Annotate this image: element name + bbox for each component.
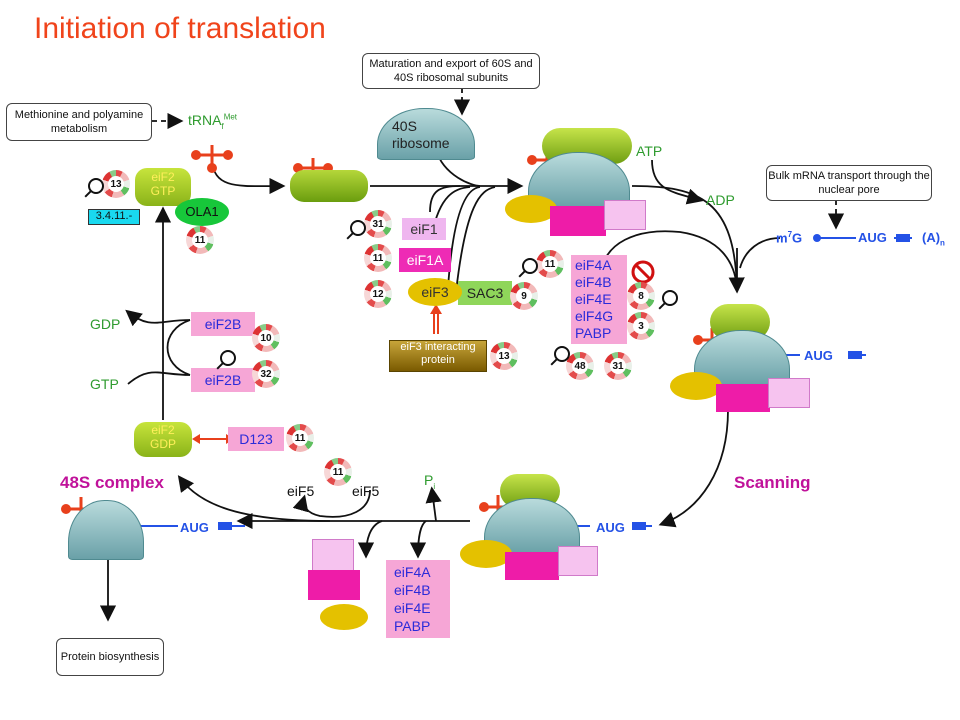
badge-32: 32 bbox=[252, 360, 280, 388]
ola1: OLA1 bbox=[175, 198, 229, 226]
eif1a: eiF1A bbox=[399, 248, 451, 272]
eif3-blob-lower bbox=[460, 540, 512, 568]
aug-label-48s: AUG bbox=[180, 520, 209, 535]
atp-label: ATP bbox=[636, 143, 663, 159]
magnifier-icon[interactable] bbox=[220, 350, 236, 366]
eif5-right: eiF5 bbox=[352, 483, 380, 499]
eif1a-blob-lower bbox=[505, 552, 559, 580]
eif2b-bottom: eiF2B bbox=[191, 368, 255, 392]
m7g-label: m7G bbox=[776, 230, 803, 246]
badge-9: 9 bbox=[510, 282, 538, 310]
badge-11: 11 bbox=[286, 424, 314, 452]
ternary-complex bbox=[290, 170, 368, 202]
badge-11: 11 bbox=[364, 244, 392, 272]
scanning-label: Scanning bbox=[734, 473, 811, 492]
ribosome-40s bbox=[377, 108, 475, 160]
badge-13: 13 bbox=[490, 342, 518, 370]
trna-label: tRNAfMet bbox=[188, 112, 238, 131]
badge-31: 31 bbox=[604, 352, 632, 380]
badge-48: 48 bbox=[566, 352, 594, 380]
eif1a-blob-top bbox=[550, 206, 606, 236]
eif1-blob-top bbox=[604, 200, 646, 230]
released-eif1a bbox=[308, 570, 360, 600]
magnifier-icon[interactable] bbox=[662, 290, 678, 306]
methionine-note: Methionine and polyamine metabolism bbox=[6, 103, 152, 141]
pi-label: Pi bbox=[424, 472, 436, 491]
adp-label: ADP bbox=[706, 192, 735, 208]
badge-11: 11 bbox=[186, 226, 214, 254]
aug-label-top: AUG bbox=[858, 230, 887, 245]
badge-3: 3 bbox=[627, 312, 655, 340]
protein-biosynthesis-note: Protein biosynthesis bbox=[56, 638, 164, 676]
aug-label-lower: AUG bbox=[596, 520, 625, 535]
maturation-note: Maturation and export of 60S and 40S rib… bbox=[362, 53, 540, 89]
magnifier-icon[interactable] bbox=[88, 178, 104, 194]
polya-label: (A)n bbox=[922, 230, 945, 248]
badge-11: 11 bbox=[536, 250, 564, 278]
badge-12: 12 bbox=[364, 280, 392, 308]
sac3: SAC3 bbox=[458, 281, 512, 305]
badge-11: 11 bbox=[324, 458, 352, 486]
eif3-blob-top bbox=[505, 195, 557, 223]
released-eif3 bbox=[320, 604, 368, 630]
aug-label-right: AUG bbox=[804, 348, 833, 363]
badge-13: 13 bbox=[102, 170, 130, 198]
eif3-blob-right bbox=[670, 372, 722, 400]
complex-48s-label: 48S complex bbox=[60, 473, 164, 492]
d123: D123 bbox=[228, 427, 284, 451]
eif5-left: eiF5 bbox=[287, 483, 315, 499]
eif1-blob-right bbox=[768, 378, 810, 408]
eif3: eiF3 bbox=[408, 278, 462, 306]
released-eif1 bbox=[312, 539, 354, 571]
gtp-label: GTP bbox=[90, 376, 119, 392]
page-title: Initiation of translation bbox=[34, 12, 326, 45]
magnifier-icon[interactable] bbox=[522, 258, 538, 274]
eif1a-blob-right bbox=[716, 384, 770, 412]
badge-31: 31 bbox=[364, 210, 392, 238]
eif3-interacting-protein: eiF3 interacting protein bbox=[389, 340, 487, 372]
magnifier-icon[interactable] bbox=[350, 220, 366, 236]
ec-number: 3.4.11.- bbox=[88, 209, 140, 225]
eif1-blob-lower bbox=[558, 546, 598, 576]
badge-10: 10 bbox=[252, 324, 280, 352]
bulk-mrna-note: Bulk mRNA transport through the nuclear … bbox=[766, 165, 932, 201]
eif1: eiF1 bbox=[402, 218, 446, 240]
badge-8: 8 bbox=[627, 282, 655, 310]
inhibit-icon bbox=[631, 260, 655, 284]
eif2b-top: eiF2B bbox=[191, 312, 255, 336]
gdp-label: GDP bbox=[90, 316, 121, 332]
magnifier-icon[interactable] bbox=[554, 346, 570, 362]
